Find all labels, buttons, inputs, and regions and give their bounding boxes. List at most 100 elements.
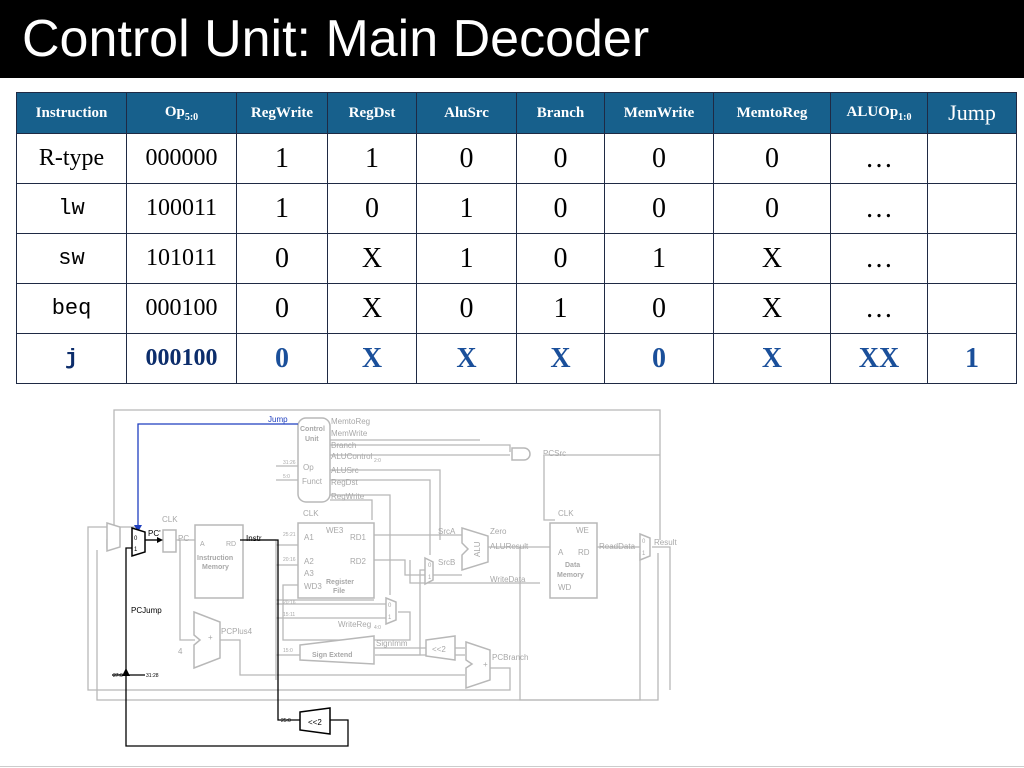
label-mux-jump-0: 0 xyxy=(134,536,138,542)
control-unit-block xyxy=(297,417,331,503)
label-shift-jump: <<2 xyxy=(308,718,322,727)
label-control: Control xyxy=(300,426,325,433)
header-branch: Branch xyxy=(516,92,605,134)
table-cell: 101011 xyxy=(126,233,237,284)
header-memwrite: MemWrite xyxy=(604,92,714,134)
table-cell xyxy=(927,283,1017,334)
table-cell: 0 xyxy=(416,133,517,184)
label-four: 4 xyxy=(178,647,183,656)
label-rd2: RD2 xyxy=(350,557,367,566)
header-memtoreg: MemtoReg xyxy=(713,92,831,134)
table-cell: X xyxy=(327,283,417,334)
jump-path xyxy=(112,539,349,747)
label-register: Register xyxy=(326,579,354,586)
table-cell: R-type xyxy=(16,133,127,184)
and-gate xyxy=(511,447,531,461)
label-pcbranch: PCBranch xyxy=(492,653,528,662)
table-cell: 1 xyxy=(236,183,328,234)
label-writedata: WriteData xyxy=(490,575,526,584)
table-cell: … xyxy=(830,233,928,284)
table-cell: X xyxy=(416,333,517,384)
label-bits-25-21: 25:21 xyxy=(283,532,296,538)
label-imem-memory: Memory xyxy=(202,564,229,571)
table-cell xyxy=(927,183,1017,234)
jump-mux xyxy=(131,526,146,558)
label-dm-memory: Memory xyxy=(557,572,584,579)
pc-prime-arrow xyxy=(157,537,163,543)
label-op: Op xyxy=(303,463,314,472)
table-cell: X xyxy=(713,233,831,284)
srcb-mux-block xyxy=(424,556,434,586)
label-sign-extend: Sign Extend xyxy=(312,652,352,659)
label-alucontrol-sub: 2:0 xyxy=(374,458,381,464)
data-memory-block xyxy=(549,522,598,599)
label-bits-20-16-b: 20:16 xyxy=(283,600,296,606)
decoder-truth-table: Instruction Op5:0 RegWrite RegDst AluSrc… xyxy=(16,92,1017,384)
label-mux-res-0: 0 xyxy=(642,539,646,545)
table-cell: 000100 xyxy=(126,283,237,334)
label-alu: ALU xyxy=(473,541,482,557)
label-file: File xyxy=(333,588,345,595)
label-clk-pc: CLK xyxy=(162,515,178,524)
datapath-diagram: MemtoReg MemWrite Branch ALUControl 2:0 … xyxy=(87,409,677,747)
pcbranch-adder-block xyxy=(465,640,491,690)
datapath-labels: MemtoReg MemWrite Branch ALUControl 2:0 … xyxy=(162,417,677,669)
label-readdata: ReadData xyxy=(599,542,636,551)
label-instr: Instr xyxy=(246,534,262,543)
sign-extend-block xyxy=(299,635,375,665)
label-a2: A2 xyxy=(304,557,314,566)
table-cell: 0 xyxy=(604,283,714,334)
label-wd3: WD3 xyxy=(304,582,322,591)
label-funct: Funct xyxy=(302,477,323,486)
table-cell: X xyxy=(713,283,831,334)
pcjump-arrow xyxy=(122,668,130,676)
table-cell xyxy=(927,133,1017,184)
label-mux-wr-1: 1 xyxy=(388,615,392,621)
table-cell: lw xyxy=(16,183,127,234)
label-bits-5-0: 5:0 xyxy=(283,474,290,480)
label-regdst: RegDst xyxy=(331,478,358,487)
table-cell: X xyxy=(516,333,605,384)
table-cell: … xyxy=(830,283,928,334)
table-cell: 1 xyxy=(927,333,1017,384)
label-pc: PC xyxy=(178,534,189,543)
label-zero: Zero xyxy=(490,527,507,536)
label-instruction: Instruction xyxy=(197,555,233,562)
label-imem-rd: RD xyxy=(226,541,236,548)
table-cell: j xyxy=(16,333,127,384)
label-dm-a: A xyxy=(558,548,564,557)
label-memwrite: MemWrite xyxy=(331,429,368,438)
bottom-rule xyxy=(0,766,1024,767)
shift-left-block xyxy=(425,635,456,661)
label-we: WE xyxy=(576,526,589,535)
table-cell: 100011 xyxy=(126,183,237,234)
jump-arrow xyxy=(134,525,142,532)
table-cell: … xyxy=(830,183,928,234)
table-cell: X xyxy=(327,233,417,284)
label-mux-srcb-0: 0 xyxy=(428,563,432,569)
table-cell: 0 xyxy=(416,283,517,334)
jump-shift-block xyxy=(299,707,331,735)
table-cell: 0 xyxy=(516,133,605,184)
table-cell: 1 xyxy=(516,283,605,334)
label-mux-res-1: 1 xyxy=(642,551,646,557)
table-cell: 0 xyxy=(516,233,605,284)
label-alucontrol: ALUControl xyxy=(331,452,373,461)
table-cell: 0 xyxy=(604,133,714,184)
label-plus-pc: + xyxy=(208,633,213,642)
header-alusrc: AluSrc xyxy=(416,92,517,134)
table-cell: 1 xyxy=(327,133,417,184)
table-row: sw 101011 0 X 1 0 1 X … xyxy=(16,233,1017,284)
table-row: beq 000100 0 X 0 1 0 X … xyxy=(16,283,1017,334)
table-cell: 0 xyxy=(516,183,605,234)
header-aluop: ALUOp1:0 xyxy=(830,92,928,134)
label-shift-branch: <<2 xyxy=(432,645,446,654)
alu-block xyxy=(461,526,489,572)
label-dm-rd: RD xyxy=(578,548,590,557)
header-op-label: Op xyxy=(164,103,185,120)
datapath-blocks xyxy=(106,417,651,690)
label-bits-15-0: 15:0 xyxy=(283,648,293,654)
header-jump: Jump xyxy=(927,92,1017,134)
table-cell: … xyxy=(830,133,928,184)
table-cell: 000000 xyxy=(126,133,237,184)
